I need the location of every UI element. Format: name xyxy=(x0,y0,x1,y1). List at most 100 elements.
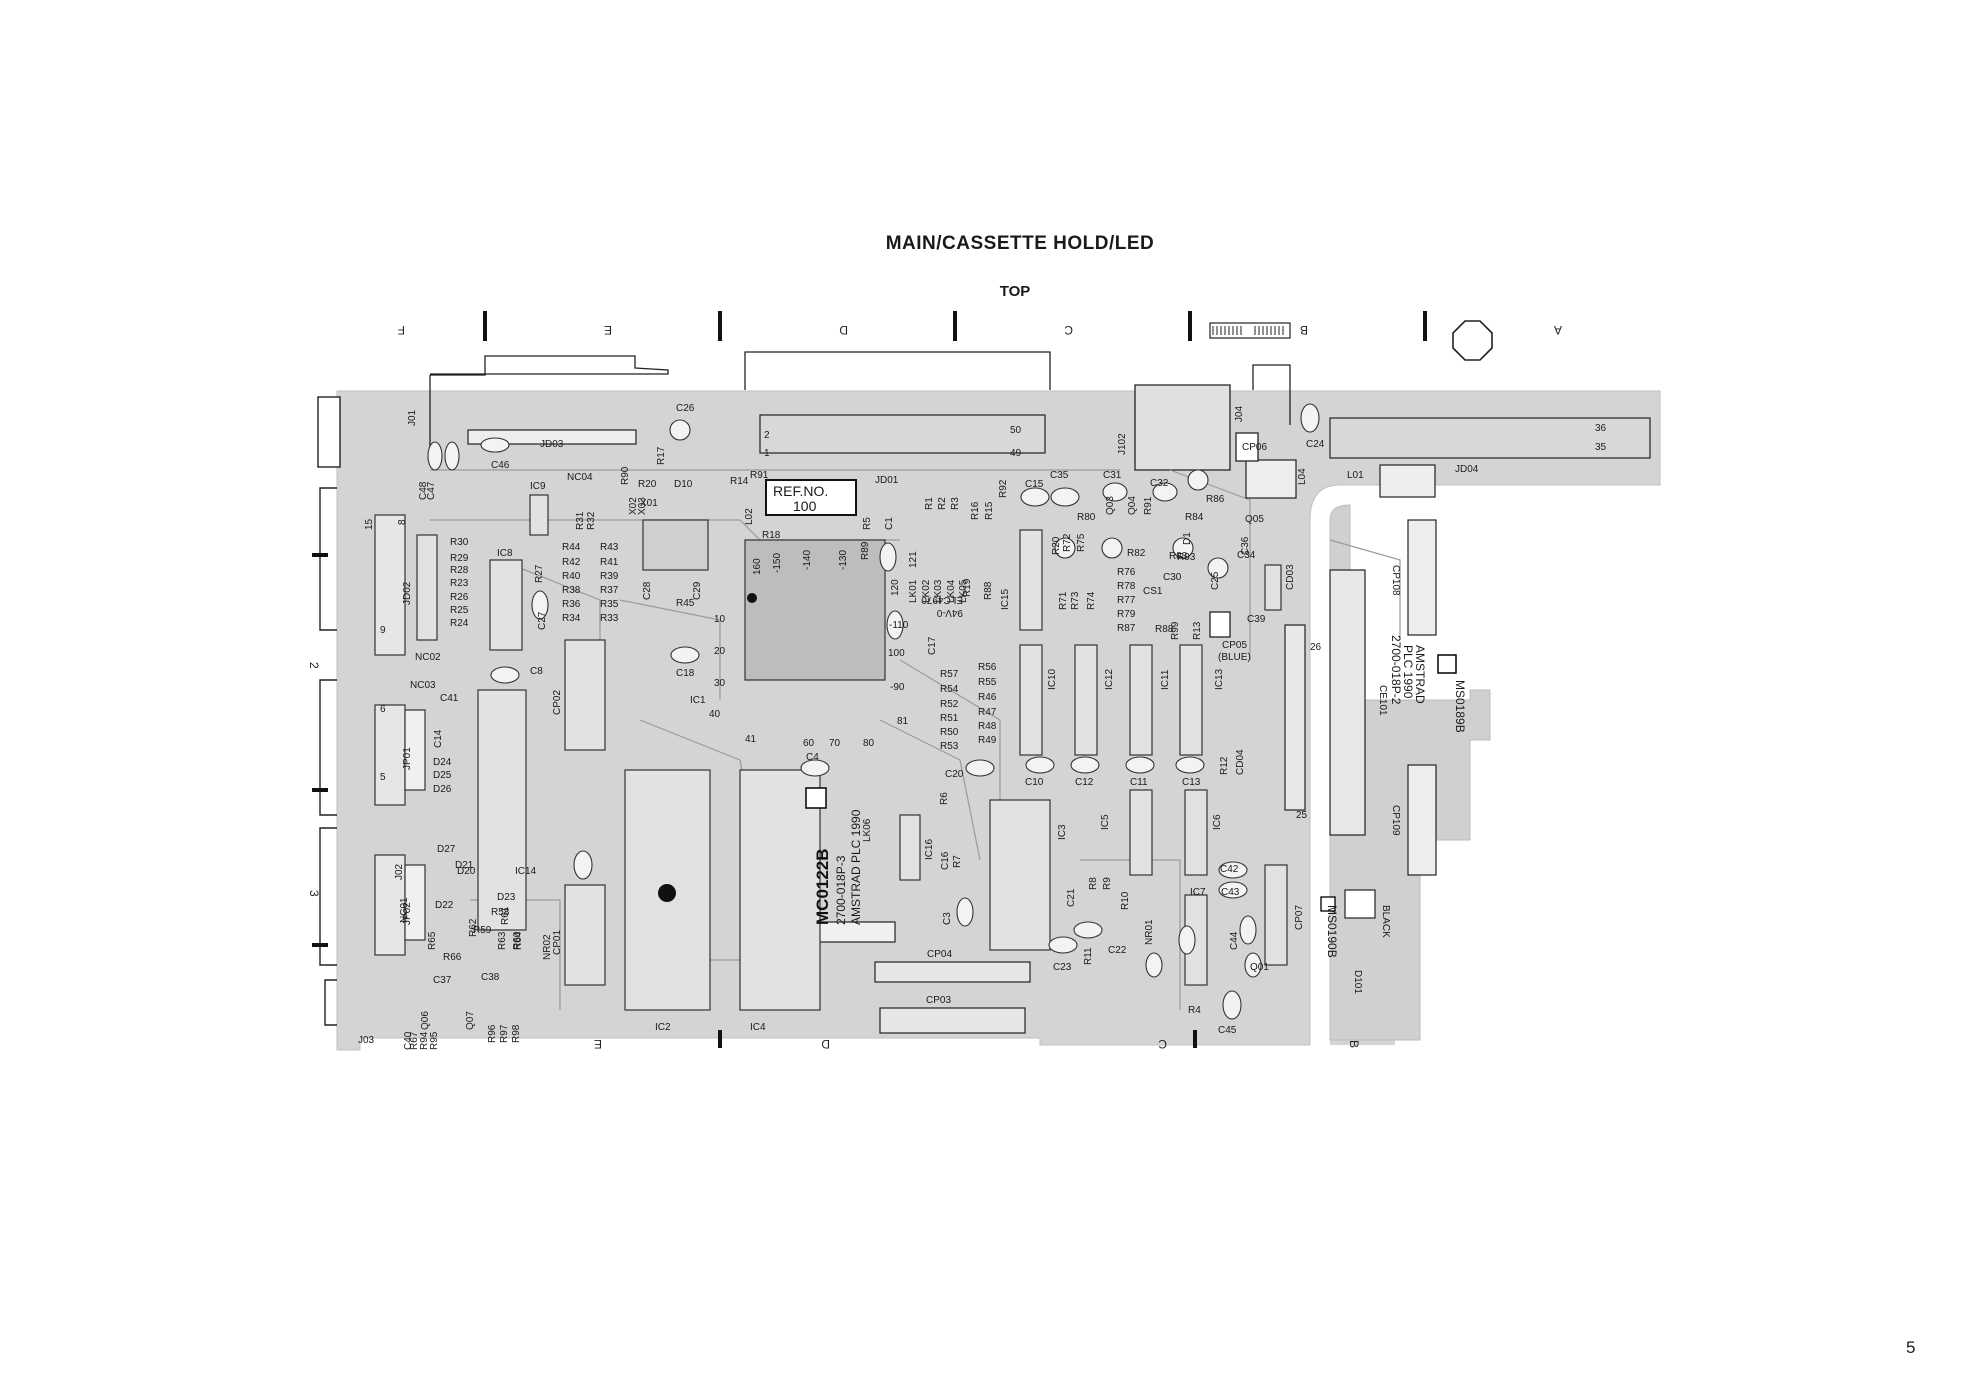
ic-label-ic14: IC14 xyxy=(515,866,537,877)
connector-label-l04: L04 xyxy=(1297,468,1308,485)
ref-no-label: REF.NO. xyxy=(773,483,828,499)
component-label-r63: R63 xyxy=(497,931,508,950)
component-label-x02: X02 xyxy=(628,497,639,515)
component-label-c4: C4 xyxy=(806,752,819,763)
octagon-mark xyxy=(1452,320,1493,361)
component-label-q05: Q05 xyxy=(1245,514,1264,525)
cp07-package xyxy=(1264,864,1288,966)
component-label-c10: C10 xyxy=(1025,777,1044,788)
component-label-r67: R67 xyxy=(409,1031,420,1050)
ic-label-ic10: IC10 xyxy=(1047,668,1058,690)
component-label-r59: R59 xyxy=(473,925,492,936)
cp108-strip xyxy=(1407,764,1437,876)
component-label-r47: R47 xyxy=(978,707,997,718)
ic6-package xyxy=(1184,789,1208,876)
ic-packages xyxy=(374,403,1457,1020)
component-label-c14: C14 xyxy=(433,729,444,748)
jd04-strip xyxy=(1329,417,1651,459)
component-label-r58: R58 xyxy=(491,907,510,918)
connector-label-jp02: JP02 xyxy=(402,902,413,925)
component-label-r96: R96 xyxy=(487,1024,498,1043)
component-label-r52: R52 xyxy=(940,699,959,710)
connector-label-cp109: CP109 xyxy=(1390,805,1401,836)
component-label-r89: R89 xyxy=(860,541,871,560)
component-label-c42: C42 xyxy=(1220,864,1239,875)
connector-label-jd03: JD03 xyxy=(540,439,564,450)
ce101-strip xyxy=(1329,569,1366,836)
column-marker-f: F xyxy=(398,323,405,337)
component-label-r75: R75 xyxy=(1076,533,1087,552)
cp02-package xyxy=(564,639,606,751)
component-label-r50: R50 xyxy=(940,727,959,738)
jp02-package xyxy=(404,864,426,941)
connector-label-j04: J04 xyxy=(1234,405,1245,422)
component-label-r3: R3 xyxy=(950,497,961,510)
component-label-r19: R19 xyxy=(962,578,973,597)
component-label-r15: R15 xyxy=(984,501,995,520)
pin-label-26: 26 xyxy=(1310,642,1322,653)
page-title: MAIN/CASSETTE HOLD/LED xyxy=(885,233,1155,254)
component-label-c3: C3 xyxy=(942,912,953,925)
component-label-d22: D22 xyxy=(435,900,454,911)
pin-label-49: 49 xyxy=(1010,448,1022,459)
component-label-lk05: LK05 xyxy=(958,579,969,603)
component-label-r94: R94 xyxy=(419,1031,430,1050)
pin-label-8: 8 xyxy=(397,519,408,525)
component-label-r57: R57 xyxy=(940,669,959,680)
component-label-r5: R5 xyxy=(862,517,873,530)
board-id-ms0189b: MS0189B xyxy=(1453,680,1467,733)
pin-label-50: 50 xyxy=(1010,425,1022,436)
component-label-c40: C40 xyxy=(403,1031,414,1050)
pin-label-2: 2 xyxy=(764,430,770,441)
pin-label-40: 40 xyxy=(709,709,721,720)
component-label-r91: R91 xyxy=(1143,496,1154,515)
component-label-c44: C44 xyxy=(1229,931,1240,950)
component-label-q07: Q07 xyxy=(465,1011,476,1030)
component-label-d10: D10 xyxy=(674,479,693,490)
component-label-r43: R43 xyxy=(600,542,619,553)
l04-block xyxy=(1245,459,1297,499)
component-label-r64: R64 xyxy=(513,931,524,950)
component-label-c37: C37 xyxy=(433,975,452,986)
component-label-r97: R97 xyxy=(499,1024,510,1043)
pin-label-80: 80 xyxy=(863,738,875,749)
component-label-c34: C34 xyxy=(1237,550,1256,561)
pin-label-1: 1 xyxy=(764,448,770,459)
component-label-r26: R26 xyxy=(450,592,469,603)
pin-label-130: -130 xyxy=(838,550,849,570)
component-label-c35: C35 xyxy=(1050,470,1069,481)
component-label-c18: C18 xyxy=(676,668,695,679)
ic-label-ic16: IC16 xyxy=(924,838,935,860)
connector-left-3 xyxy=(374,854,406,956)
component-label-r7: R7 xyxy=(952,855,963,868)
ic-label-ic12: IC12 xyxy=(1104,668,1115,690)
cp06-box xyxy=(1235,432,1259,462)
jd02-package xyxy=(416,534,438,641)
connector-label-nr01: NR01 xyxy=(1144,919,1155,945)
component-label-d24: D24 xyxy=(433,757,452,768)
component-label-r28: R28 xyxy=(450,565,469,576)
component-label-r87: R87 xyxy=(1117,623,1136,634)
component-label-lk02: LK02 xyxy=(921,579,932,603)
ic5-package xyxy=(1129,789,1153,876)
component-label-r76: R76 xyxy=(1117,567,1136,578)
pin-label-121: 121 xyxy=(908,551,919,568)
pin-label-140: -140 xyxy=(802,550,813,570)
connector-label-jp01: JP01 xyxy=(402,747,413,770)
component-label-r93: R93 xyxy=(1177,552,1196,563)
ref-no-box xyxy=(765,479,857,516)
component-label-c41: C41 xyxy=(440,693,459,704)
component-label-r66: R66 xyxy=(443,952,462,963)
pin-label-36: 36 xyxy=(1595,423,1607,434)
component-label-c32: C32 xyxy=(1150,478,1169,489)
component-label-r17: R17 xyxy=(656,446,667,465)
connector-label-cp03: CP03 xyxy=(926,995,951,1006)
component-label-q03: Q03 xyxy=(1105,496,1116,515)
component-label-c17: C17 xyxy=(927,636,938,655)
cp04-strip xyxy=(874,961,1031,983)
component-label-d1: D1 xyxy=(1182,532,1193,545)
component-label-r92: R92 xyxy=(998,479,1009,498)
ic4-package xyxy=(739,769,821,1011)
connector-left-1 xyxy=(374,514,406,656)
